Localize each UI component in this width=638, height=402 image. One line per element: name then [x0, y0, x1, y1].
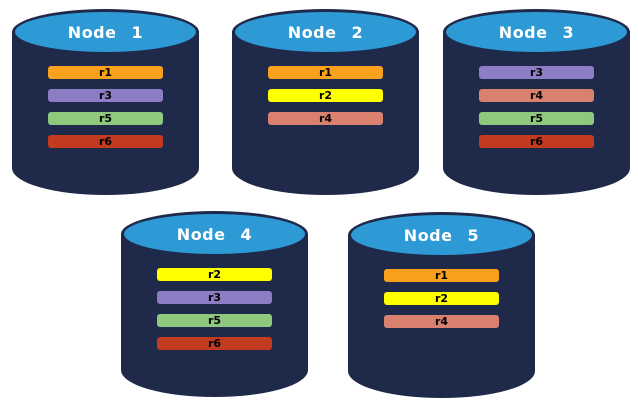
replica-row-r2: r2 — [268, 89, 383, 102]
replica-rows: r1 r2 r4 — [348, 269, 535, 328]
node-title: Node 4 — [176, 224, 253, 244]
replica-row-r2: r2 — [384, 292, 499, 305]
replica-row-r1: r1 — [384, 269, 499, 282]
replica-row-r6: r6 — [479, 135, 594, 148]
replica-rows: r1 r2 r4 — [232, 66, 419, 125]
node-title: Node 3 — [498, 22, 575, 42]
replica-row-r4: r4 — [384, 315, 499, 328]
replica-rows: r3 r4 r5 r6 — [443, 66, 630, 148]
replica-row-r5: r5 — [479, 112, 594, 125]
cylinder-top-ellipse: Node 2 — [232, 9, 419, 55]
replica-row-r5: r5 — [157, 314, 272, 327]
replica-row-r1: r1 — [268, 66, 383, 79]
cylinder-top-ellipse: Node 4 — [121, 211, 308, 257]
replica-row-r3: r3 — [48, 89, 163, 102]
replica-row-r3: r3 — [479, 66, 594, 79]
replica-row-r2: r2 — [157, 268, 272, 281]
node-title: Node 5 — [403, 225, 480, 245]
node-1-cylinder: Node 1 r1 r3 r5 r6 — [12, 9, 199, 195]
cylinder-top-ellipse: Node 1 — [12, 9, 199, 55]
replica-rows: r2 r3 r5 r6 — [121, 268, 308, 350]
replica-row-r6: r6 — [157, 337, 272, 350]
replica-rows: r1 r3 r5 r6 — [12, 66, 199, 148]
cylinder-top-ellipse: Node 5 — [348, 212, 535, 258]
node-3-cylinder: Node 3 r3 r4 r5 r6 — [443, 9, 630, 195]
node-2-cylinder: Node 2 r1 r2 r4 — [232, 9, 419, 195]
replica-row-r6: r6 — [48, 135, 163, 148]
node-5-cylinder: Node 5 r1 r2 r4 — [348, 212, 535, 398]
node-title: Node 1 — [67, 22, 144, 42]
node-title: Node 2 — [287, 22, 364, 42]
replica-row-r1: r1 — [48, 66, 163, 79]
replica-row-r5: r5 — [48, 112, 163, 125]
replica-row-r4: r4 — [268, 112, 383, 125]
cylinder-top-ellipse: Node 3 — [443, 9, 630, 55]
replica-row-r4: r4 — [479, 89, 594, 102]
replica-row-r3: r3 — [157, 291, 272, 304]
node-4-cylinder: Node 4 r2 r3 r5 r6 — [121, 211, 308, 397]
